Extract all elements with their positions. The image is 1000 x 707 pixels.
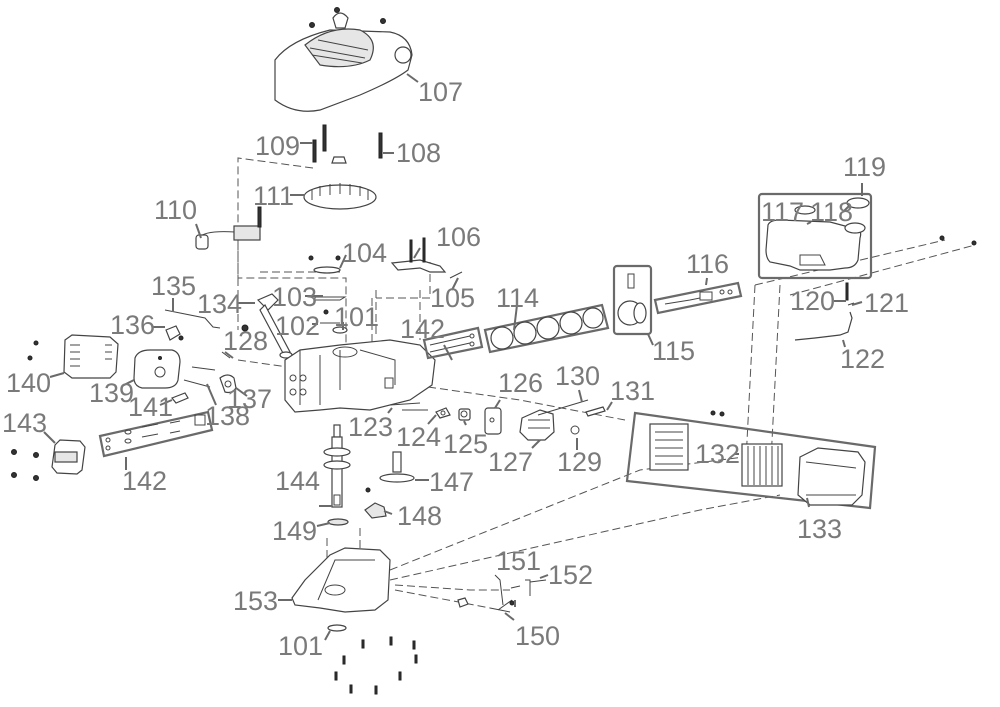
label-103: 103 xyxy=(272,282,317,312)
label-147: 147 xyxy=(429,467,474,497)
label-111: 111 xyxy=(253,181,294,211)
leader-lines xyxy=(43,73,863,641)
part-101-oil-seal[interactable] xyxy=(327,624,347,632)
part-labels: 107 109 108 111 110 106 104 105 103 135 … xyxy=(2,77,909,661)
label-137: 137 xyxy=(227,384,272,414)
part-107-blower-housing[interactable] xyxy=(274,7,413,112)
label-133: 133 xyxy=(797,514,842,544)
label-132: 132 xyxy=(695,439,740,469)
label-124: 124 xyxy=(396,422,441,452)
part-115-piston[interactable] xyxy=(612,264,653,336)
part-123-studs[interactable] xyxy=(389,402,428,411)
part-138-studs[interactable] xyxy=(183,366,216,388)
label-122: 122 xyxy=(840,344,885,374)
label-126: 126 xyxy=(498,368,543,398)
part-106-governor-bracket[interactable] xyxy=(390,237,463,279)
part-engine-block[interactable] xyxy=(284,339,436,413)
part-144-crankshaft[interactable] xyxy=(323,424,351,508)
label-106: 106 xyxy=(436,222,481,252)
label-135: 135 xyxy=(151,271,196,301)
label-116: 116 xyxy=(686,249,729,279)
part-125-insulator[interactable] xyxy=(458,408,471,421)
label-120: 120 xyxy=(790,286,835,316)
label-118: 118 xyxy=(810,197,853,227)
label-101-bottom: 101 xyxy=(278,631,323,661)
label-144: 144 xyxy=(275,466,320,496)
label-101-top: 101 xyxy=(334,302,379,332)
part-151-spring[interactable] xyxy=(510,585,521,589)
label-109: 109 xyxy=(255,131,300,161)
part-120-122-fuel-line[interactable] xyxy=(794,282,855,341)
label-142-right: 142 xyxy=(400,314,445,344)
label-131: 131 xyxy=(610,376,655,406)
label-148: 148 xyxy=(397,501,442,531)
part-110-ignition-coil[interactable] xyxy=(195,206,262,250)
part-132-air-filter[interactable] xyxy=(741,443,783,487)
label-149: 149 xyxy=(272,516,317,546)
part-142-hardware-kit-right[interactable] xyxy=(422,326,484,360)
label-128: 128 xyxy=(223,326,268,356)
label-142-left: 142 xyxy=(122,466,167,496)
label-123: 123 xyxy=(348,412,393,442)
label-121: 121 xyxy=(864,288,909,318)
label-102: 102 xyxy=(275,311,320,341)
label-151: 151 xyxy=(496,546,541,576)
part-152-bracket[interactable] xyxy=(525,579,547,596)
label-136: 136 xyxy=(110,310,155,340)
label-104: 104 xyxy=(342,238,387,268)
label-138: 138 xyxy=(205,401,250,431)
part-133-air-filter-cover[interactable] xyxy=(797,447,866,506)
part-127-carburetor[interactable] xyxy=(519,409,555,441)
part-139-muffler[interactable] xyxy=(133,349,181,389)
label-119: 119 xyxy=(843,152,886,182)
label-105: 105 xyxy=(430,283,475,313)
part-134-dipstick-tube[interactable] xyxy=(256,293,293,359)
part-141-spark-plug[interactable] xyxy=(171,392,189,404)
part-129-clip[interactable] xyxy=(570,425,580,435)
tank-bolt xyxy=(939,235,945,241)
label-152: 152 xyxy=(548,560,593,590)
part-124-gasket[interactable] xyxy=(435,407,451,419)
part-108-109-studs[interactable] xyxy=(312,124,383,164)
label-134: 134 xyxy=(197,289,242,319)
label-107: 107 xyxy=(418,77,463,107)
label-140: 140 xyxy=(6,368,51,398)
part-116-connecting-rod[interactable] xyxy=(653,281,743,315)
label-115: 115 xyxy=(652,336,695,366)
label-150: 150 xyxy=(515,621,560,651)
label-110: 110 xyxy=(154,195,197,225)
label-139: 139 xyxy=(89,378,134,408)
label-108: 108 xyxy=(396,138,441,168)
part-140-muffler-shield[interactable] xyxy=(27,334,119,379)
label-127: 127 xyxy=(488,447,533,477)
part-149-gear[interactable] xyxy=(327,518,349,526)
part-131-pin[interactable] xyxy=(585,406,606,417)
part-150-throttle-linkage[interactable] xyxy=(457,574,515,613)
label-125: 125 xyxy=(443,429,488,459)
part-111-flywheel[interactable] xyxy=(303,183,377,210)
part-143-cover[interactable] xyxy=(11,439,86,481)
label-130: 130 xyxy=(555,361,600,391)
part-114-piston-rings[interactable] xyxy=(483,303,610,354)
base-screws[interactable] xyxy=(334,636,418,695)
part-128-pin[interactable] xyxy=(221,351,231,359)
label-129: 129 xyxy=(557,447,602,477)
part-153-crankcase-base[interactable] xyxy=(291,547,391,613)
label-153: 153 xyxy=(233,586,278,616)
label-114: 114 xyxy=(496,283,539,313)
part-142-hardware-kit-left[interactable] xyxy=(98,410,214,458)
label-141: 141 xyxy=(128,392,173,422)
part-148-governor[interactable] xyxy=(364,487,387,519)
part-119-fuel-tank-assembly[interactable] xyxy=(757,192,873,280)
part-126-gasket[interactable] xyxy=(484,407,502,435)
part-130-link[interactable] xyxy=(537,399,589,416)
label-143: 143 xyxy=(2,408,47,438)
part-136-bracket[interactable] xyxy=(165,325,184,341)
tank-bolt xyxy=(971,240,977,246)
part-133-air-filter-assembly[interactable] xyxy=(625,410,877,510)
part-135-choke-link[interactable] xyxy=(164,309,221,329)
label-117: 117 xyxy=(761,197,804,227)
bolt xyxy=(241,324,249,332)
part-147-camshaft[interactable] xyxy=(379,451,415,483)
